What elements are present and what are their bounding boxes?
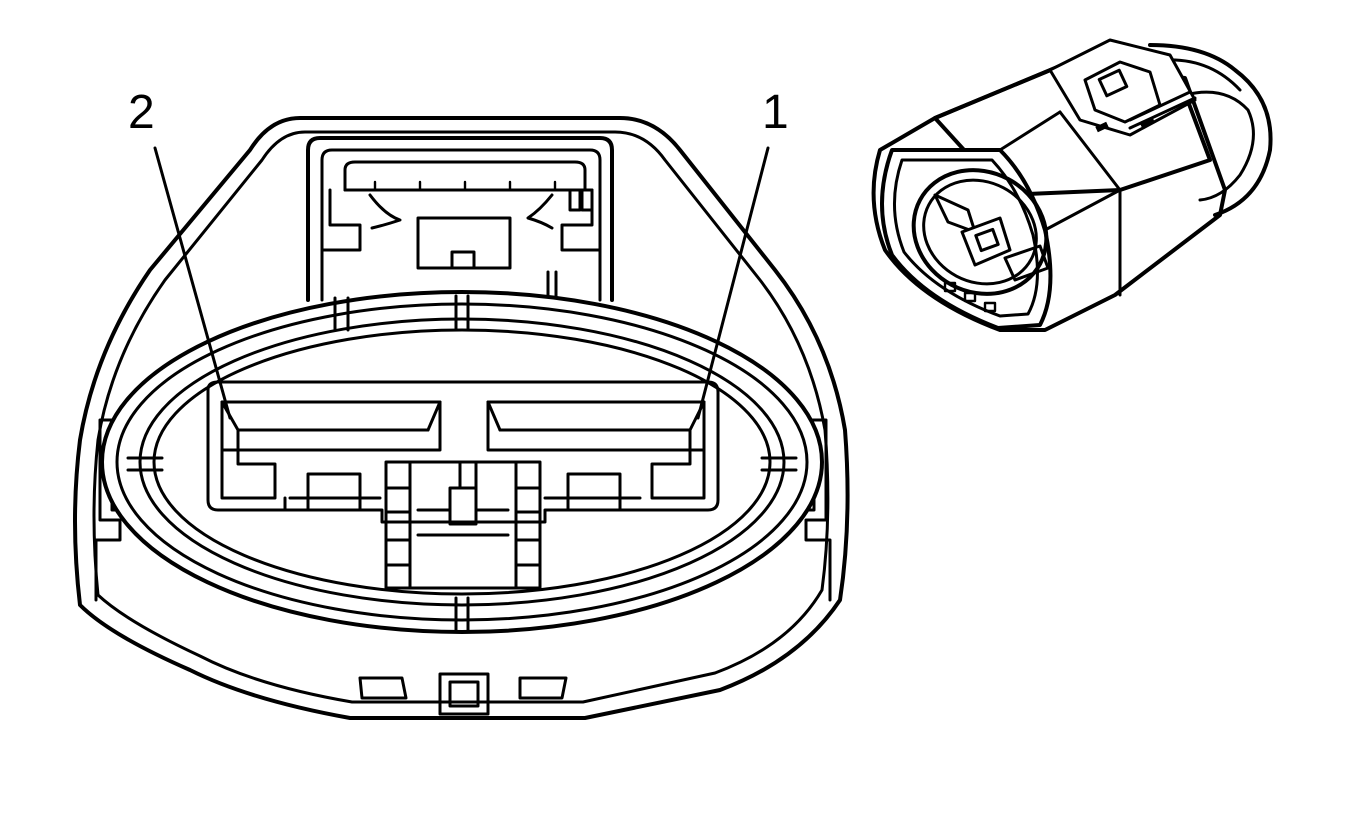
face-terminal-center [960, 216, 1012, 267]
body-outline [871, 64, 1227, 332]
pin-1-label: 1 [762, 86, 789, 139]
connector-face-view [73, 116, 850, 720]
left-side-latch [94, 418, 132, 602]
seal-ring-inner [152, 328, 772, 596]
leader-line-pin-1 [696, 146, 770, 420]
lock-arm-slot [580, 188, 594, 212]
callout-pin-1: 1 [696, 86, 789, 420]
iso-lock-detail [1095, 121, 1109, 133]
lock-arm-left [320, 188, 362, 252]
housing-outer-outline [73, 116, 850, 720]
iso-lock-detail [1139, 117, 1155, 128]
bottom-mark-right [518, 676, 568, 700]
lock-arm-slot [568, 188, 582, 212]
body-edge [1058, 110, 1122, 192]
pin-2-label: 2 [128, 86, 155, 139]
bottom-mark-center [438, 672, 490, 716]
iso-lock-window [1097, 68, 1129, 98]
terminal-position-assurance [384, 460, 542, 590]
iso-bottom-mark [963, 291, 977, 303]
housing-inner-outline [92, 130, 830, 704]
face-seal-inner [922, 178, 1038, 286]
lock-center-block [416, 216, 512, 270]
iso-bottom-mark [983, 301, 997, 313]
connector-isometric-view [871, 38, 1273, 332]
leader-line-pin-2 [153, 146, 232, 420]
face-terminal-right [1003, 244, 1050, 282]
iso-bottom-mark [943, 281, 957, 293]
lock-center-notch [450, 250, 476, 270]
lock-arm-right-hook [526, 193, 554, 230]
lock-arm-left-hook [368, 193, 402, 230]
seal-ring-3 [138, 317, 786, 607]
iso-lock-rib [1128, 90, 1192, 122]
right-side-latch [788, 418, 832, 602]
body-edge [998, 110, 1062, 152]
bottom-mark-center-inner [448, 680, 480, 708]
front-face-inner [893, 158, 1039, 318]
lock-housing-outer [306, 136, 614, 302]
seal-ring-2 [115, 302, 809, 622]
lock-tab-frame [343, 160, 587, 192]
face-seal-outer [911, 168, 1049, 296]
terminal-cavity-1 [486, 400, 706, 512]
cavity-surround [206, 380, 720, 524]
face-terminal-center-tab [974, 227, 1000, 253]
rear-barrel [1148, 43, 1273, 217]
lock-housing-inner [320, 148, 602, 302]
bottom-mark-left [358, 676, 408, 700]
lock-arm-right [560, 188, 602, 252]
body-edge [1043, 188, 1122, 232]
callout-pin-2: 2 [128, 86, 232, 420]
